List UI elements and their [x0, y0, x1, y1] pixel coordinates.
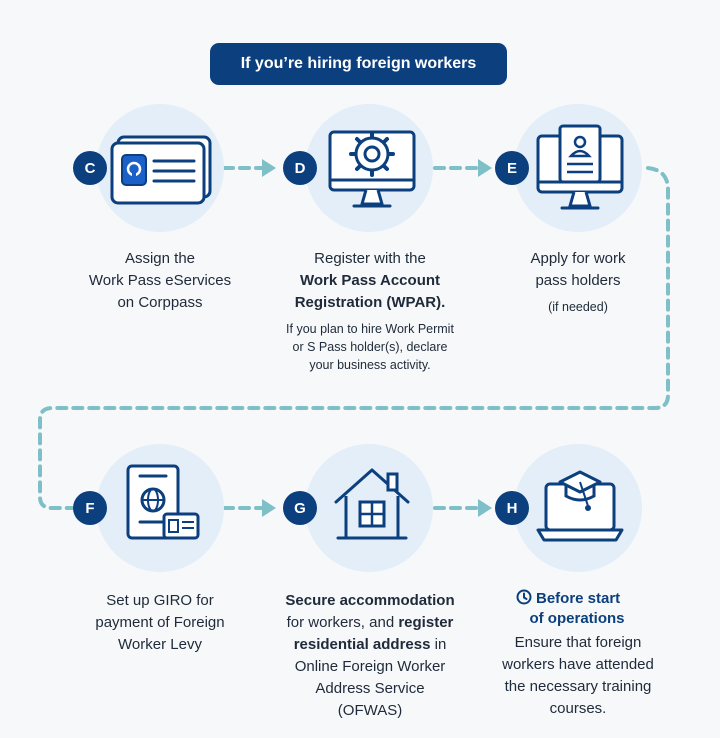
step-d-line: Register with the: [314, 250, 426, 267]
step-g-text: for workers, and: [286, 614, 399, 631]
step-e-caption: Apply for work pass holders (if needed): [484, 248, 672, 316]
before-text: Before start: [535, 590, 621, 607]
page-title: If you’re hiring foreign workers: [210, 43, 507, 85]
step-d-bold: Work Pass Account: [299, 272, 441, 289]
step-c-line: Assign the: [124, 250, 196, 267]
step-g-bold: Secure accommodation: [285, 592, 455, 609]
step-f-line: Worker Levy: [118, 636, 202, 653]
laptop-graduation-icon: [536, 470, 624, 542]
step-f-line: Set up GIRO for: [106, 592, 214, 609]
house-icon: [334, 468, 410, 540]
step-g-badge: G: [283, 491, 317, 525]
step-g-caption: Secure accommodation for workers, and re…: [258, 590, 482, 722]
step-e-line: pass holders: [535, 272, 621, 289]
step-c-line: on Corppass: [117, 294, 203, 311]
step-g-text: Online Foreign Worker: [294, 658, 446, 675]
monitor-gear-icon: [328, 130, 416, 208]
step-h-line: Ensure that foreign: [514, 634, 642, 651]
before-operations-label: Before start of operations: [498, 589, 638, 629]
step-h-caption: Ensure that foreign workers have attende…: [478, 632, 678, 720]
note-line: your business activity.: [309, 358, 431, 372]
step-h-line: the necessary training: [504, 678, 652, 695]
step-g-text: (OFWAS): [337, 702, 403, 719]
step-f-line: payment of Foreign: [95, 614, 225, 631]
step-g-bold: residential address: [293, 636, 431, 653]
monitor-profile-icon: [536, 124, 624, 210]
passport-icon: [126, 464, 200, 540]
note-line: or S Pass holder(s), declare: [292, 340, 448, 354]
step-e-line: Apply for work: [530, 250, 626, 267]
step-d-note: If you plan to hire Work Permit or S Pas…: [255, 320, 485, 374]
step-g-text: Address Service: [315, 680, 425, 697]
step-e-note: (if needed): [548, 300, 608, 314]
step-g-text: in: [430, 636, 447, 653]
before-text: of operations: [529, 610, 625, 627]
step-f-caption: Set up GIRO for payment of Foreign Worke…: [60, 590, 260, 656]
id-card-icon: [110, 135, 212, 205]
step-c-line: Work Pass eServices: [88, 272, 232, 289]
step-d-caption: Register with the Work Pass Account Regi…: [255, 248, 485, 374]
clock-icon: [516, 589, 532, 605]
step-h-badge: H: [495, 491, 529, 525]
step-d-badge: D: [283, 151, 317, 185]
step-c-caption: Assign the Work Pass eServices on Corppa…: [60, 248, 260, 314]
step-f-badge: F: [73, 491, 107, 525]
step-h-line: courses.: [549, 700, 607, 717]
step-c-badge: C: [73, 151, 107, 185]
step-g-bold: register: [398, 614, 454, 631]
step-d-bold: Registration (WPAR).: [294, 294, 446, 311]
note-line: If you plan to hire Work Permit: [286, 322, 454, 336]
step-h-line: workers have attended: [502, 656, 654, 673]
step-e-badge: E: [495, 151, 529, 185]
